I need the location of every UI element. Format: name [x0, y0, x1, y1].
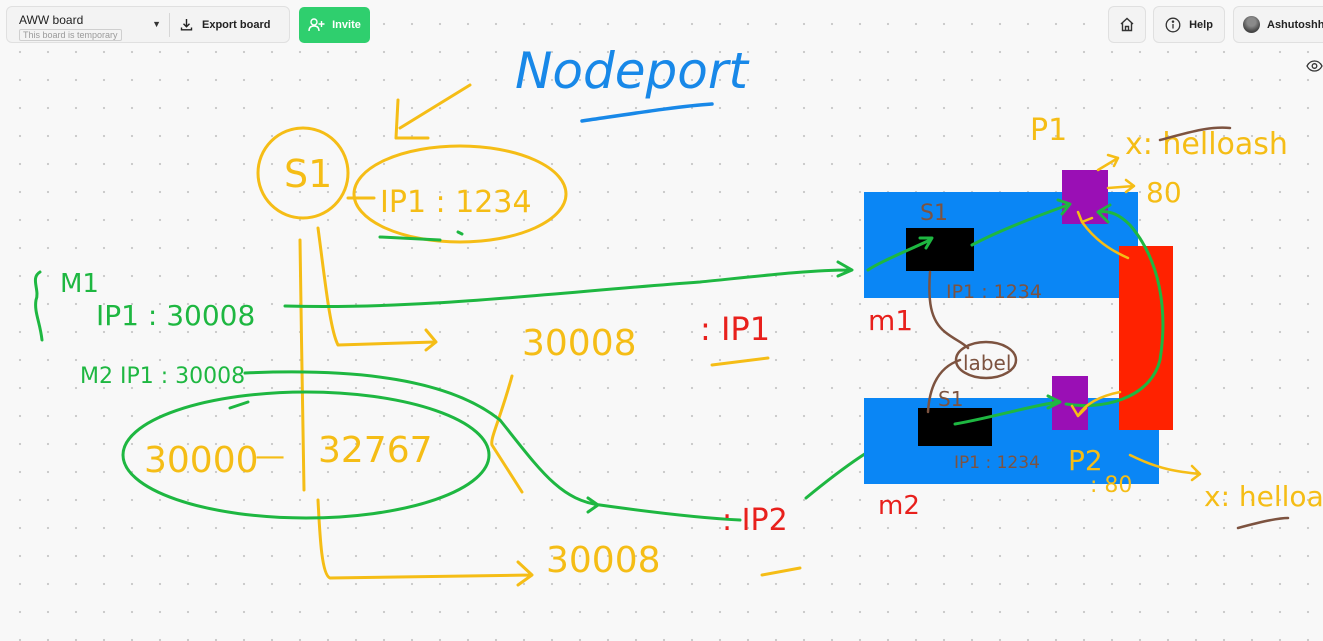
export-board-button[interactable]: Export board — [170, 7, 270, 42]
service-s1-label: S1 — [284, 152, 332, 196]
invite-label: Invite — [332, 19, 361, 31]
board-toolbar: AWW board This board is temporary ▼ Expo… — [6, 6, 290, 43]
toolbar-divider — [169, 12, 170, 37]
pod-p2-port: : 80 — [1090, 473, 1132, 498]
pod-p2-name: P2 — [1068, 444, 1103, 477]
invite-button[interactable]: Invite — [299, 7, 370, 43]
chevron-down-icon: ▼ — [152, 19, 161, 29]
range-ellipse — [121, 390, 491, 520]
m1-to-node-arrow — [283, 260, 854, 309]
user-menu-button[interactable]: Ashutoshh S — [1233, 6, 1323, 43]
board-title: AWW board — [19, 13, 84, 27]
pod-p2-selector: x: helloash — [1204, 480, 1323, 513]
node-m2-service-box — [918, 408, 992, 446]
title-underline — [580, 102, 714, 123]
ip-a-label: : IP1 — [700, 310, 770, 348]
s1-branch-arrow-top — [316, 226, 438, 352]
avatar — [1243, 16, 1260, 33]
user-name: Ashutoshh S — [1267, 18, 1323, 31]
eye-icon[interactable] — [1306, 60, 1323, 72]
pod-p2-arrow-selector — [1128, 453, 1202, 482]
node-m2-service-label: S1 — [938, 387, 963, 411]
info-icon — [1165, 17, 1181, 32]
s1-to-p2-arrow — [953, 394, 1062, 426]
yellow-return-arrow-2 — [1070, 390, 1122, 418]
home-button[interactable] — [1108, 6, 1146, 43]
red-bar — [1119, 246, 1173, 430]
pod-p1-port: 80 — [1146, 176, 1182, 209]
home-icon — [1120, 17, 1134, 32]
pod-p1-selector: x: helloash — [1125, 127, 1288, 162]
s1-branch-arrow-bottom — [316, 498, 534, 587]
m2-arrow-curve — [228, 370, 742, 522]
title-nodeport: Nodeport — [515, 42, 750, 100]
range-bracket — [490, 374, 524, 494]
pod-p1-arrow-port — [1106, 178, 1136, 194]
node-m2-service-ip: IP1 : 1234 — [954, 453, 1040, 473]
brown-label-text: label — [963, 351, 1011, 375]
node-m1-service-box — [906, 228, 974, 271]
board-name-dropdown[interactable]: AWW board This board is temporary ▼ — [7, 7, 169, 42]
pod-p1-selector-underline — [1158, 126, 1232, 142]
service-s1-circle — [256, 126, 350, 220]
help-button[interactable]: Help — [1153, 6, 1225, 43]
node-m1-service-label: S1 — [920, 201, 948, 226]
s1-to-p1-arrow — [970, 198, 1072, 247]
service-ip-ellipse — [352, 144, 568, 244]
green-brace — [33, 270, 44, 342]
node-m2-name: m2 — [878, 491, 920, 521]
yellow-return-arrow-1 — [1076, 210, 1130, 260]
cross-node-arrow — [1064, 203, 1165, 408]
add-user-icon — [308, 18, 325, 32]
yellow-arrow-to-s1 — [394, 83, 472, 140]
green-underline — [378, 230, 464, 242]
export-board-label: Export board — [202, 18, 271, 31]
m1-ip-label: IP1 : 30008 — [96, 299, 255, 332]
port-a-label: 30008 — [522, 323, 637, 364]
range-start: 30000 — [144, 440, 259, 481]
node-m1-service-ip: IP1 : 1234 — [946, 281, 1042, 303]
brown-label-circle — [954, 340, 1018, 380]
help-label: Help — [1189, 18, 1213, 31]
ip-a-underline — [710, 356, 770, 367]
board-temporary-badge: This board is temporary — [19, 29, 122, 41]
m2-ip-label: M2 IP1 : 30008 — [80, 364, 245, 389]
download-icon — [180, 19, 193, 31]
service-ip-label: IP1 : 1234 — [380, 185, 532, 220]
range-dash: — — [255, 439, 285, 474]
ip-b-underline — [760, 566, 802, 577]
range-end: 32767 — [318, 430, 433, 471]
pod-p2-selector-underline — [1236, 516, 1290, 530]
port-b-label: 30008 — [546, 540, 661, 581]
pod-p1-name: P1 — [1030, 113, 1067, 148]
ip-b-label: : IP2 — [722, 503, 788, 538]
m1-internal-arrow — [866, 236, 934, 272]
m1-label: M1 — [60, 269, 99, 299]
node-m1-name: m1 — [868, 304, 913, 337]
s1-vertical-line — [298, 238, 306, 492]
pod-p1-arrow-selector — [1096, 153, 1120, 172]
